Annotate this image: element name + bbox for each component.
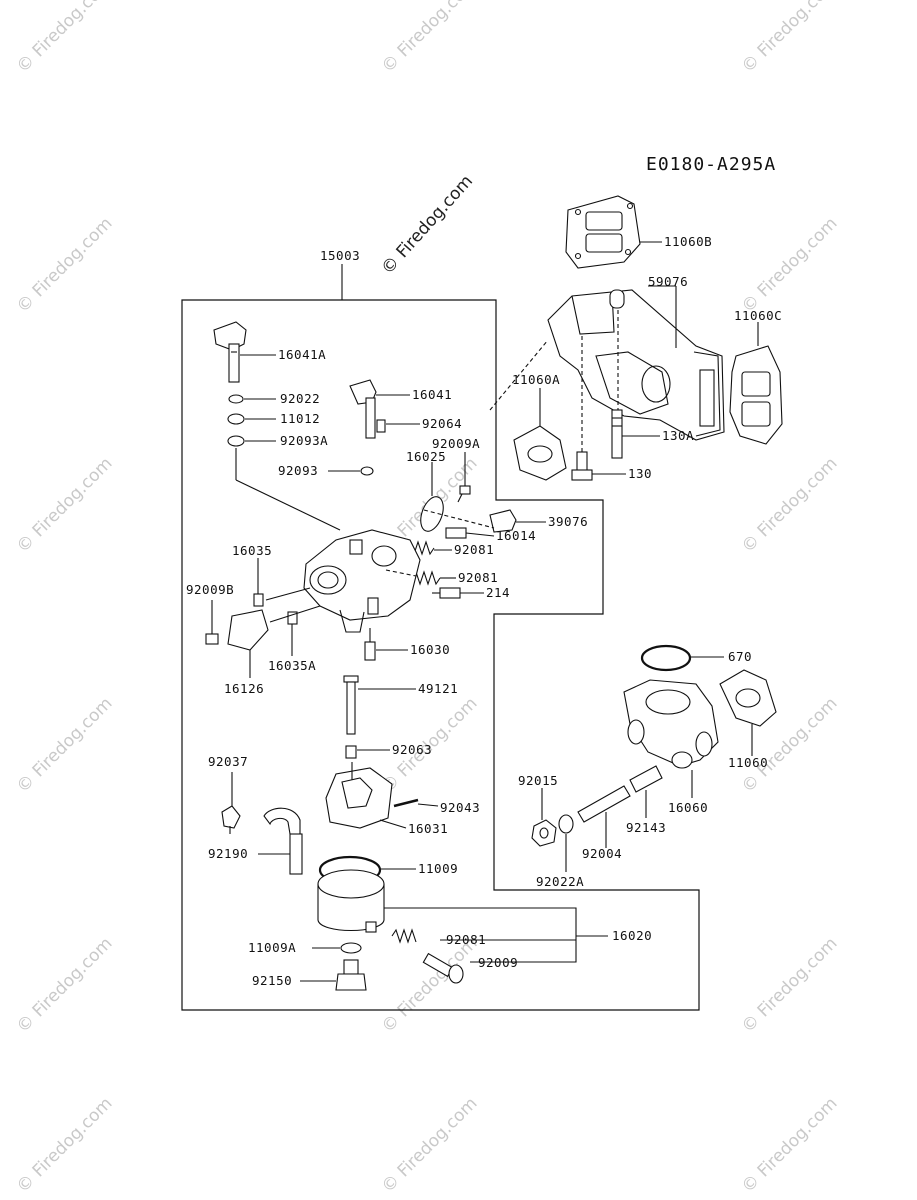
callout-16126: 16126 (224, 681, 265, 696)
carburetor-assembly-outline (181, 299, 700, 1011)
callout-11009A: 11009A (248, 940, 297, 955)
seal-part (227, 413, 245, 425)
callout-130A: 130A (662, 428, 695, 443)
bolt-part (571, 451, 593, 481)
callout-92081-middle: 92081 (458, 570, 499, 585)
nut-part (335, 959, 367, 991)
callout-16041: 16041 (412, 387, 453, 402)
gasket-part (719, 669, 777, 727)
callout-92081-upper: 92081 (454, 542, 495, 557)
float-bowl-part (317, 869, 385, 933)
callout-214: 214 (486, 585, 511, 600)
nut-part (531, 819, 557, 847)
callout-92081-lower: 92081 (446, 932, 487, 947)
callout-92093A: 92093A (280, 433, 329, 448)
gasket-part (565, 195, 641, 269)
throttle-shaft-part (349, 379, 377, 439)
intake-manifold-part (547, 289, 725, 441)
callout-92063: 92063 (392, 742, 433, 757)
callout-39076: 39076 (548, 514, 589, 529)
clip-part (221, 805, 241, 834)
cover-plate-part (227, 609, 269, 651)
callout-16030: 16030 (410, 642, 451, 657)
seal-part (360, 466, 374, 476)
document-code: E0180-A295A (646, 154, 777, 175)
screw-part (432, 587, 461, 599)
callout-15003: 15003 (320, 248, 361, 263)
callout-59076: 59076 (648, 274, 689, 289)
callout-92009B: 92009B (186, 582, 235, 597)
leader-line (379, 819, 407, 829)
callout-92143: 92143 (626, 820, 667, 835)
callout-92043: 92043 (440, 800, 481, 815)
callout-92150: 92150 (252, 973, 293, 988)
washer-part (558, 814, 574, 834)
stud-part (577, 785, 631, 823)
callout-92015: 92015 (518, 773, 559, 788)
alignment-lines (385, 310, 619, 577)
drain-tube-part (263, 807, 303, 875)
callout-16020: 16020 (612, 928, 653, 943)
stud-bolt-part (611, 409, 623, 459)
screw-part (376, 419, 386, 433)
pin-part (393, 798, 419, 808)
callout-16014: 16014 (496, 528, 537, 543)
elbow-body-part (623, 679, 719, 769)
leader-line (417, 803, 439, 807)
drain-screw-part (422, 952, 464, 984)
callout-11060: 11060 (728, 755, 769, 770)
callout-670: 670 (728, 649, 753, 664)
callout-16041A: 16041A (278, 347, 327, 362)
leader-line (265, 587, 311, 601)
leader-line (269, 605, 321, 623)
callout-130: 130 (628, 466, 653, 481)
o-ring-part (640, 644, 692, 672)
jet-part (345, 745, 357, 759)
jet-part (253, 593, 264, 607)
callout-92037: 92037 (208, 754, 249, 769)
gasket-part (513, 425, 567, 481)
float-part (325, 767, 393, 829)
callout-11060A: 11060A (512, 372, 561, 387)
callout-11060B: 11060B (664, 234, 713, 249)
callout-92009A: 92009A (432, 436, 481, 451)
throttle-valve-part (420, 496, 444, 532)
callout-92190: 92190 (208, 846, 249, 861)
callout-92004: 92004 (582, 846, 623, 861)
callout-92022A: 92022A (536, 874, 585, 889)
callout-16060: 16060 (668, 800, 709, 815)
leader-line (465, 532, 495, 537)
main-jet-part (364, 641, 376, 661)
callout-16031: 16031 (408, 821, 449, 836)
callout-92093: 92093 (278, 463, 319, 478)
callout-92022: 92022 (280, 391, 321, 406)
callout-11012: 11012 (280, 411, 321, 426)
group-bracket (384, 907, 608, 963)
callout-16025: 16025 (406, 449, 447, 464)
seal-part (227, 435, 245, 447)
screw-part (205, 633, 219, 645)
callout-49121: 49121 (418, 681, 459, 696)
callout-16035: 16035 (232, 543, 273, 558)
pipe-part (629, 765, 663, 793)
emulsion-tube-part (343, 675, 359, 735)
callout-92009: 92009 (478, 955, 519, 970)
callout-16035A: 16035A (268, 658, 317, 673)
choke-shaft-part (213, 321, 247, 383)
leader-line (235, 479, 341, 531)
carburetor-body-part (303, 529, 421, 633)
washer-part (228, 394, 244, 404)
callout-92064: 92064 (422, 416, 463, 431)
callout-11009: 11009 (418, 861, 459, 876)
callout-11060C: 11060C (734, 308, 783, 323)
screw-part (457, 485, 471, 503)
gasket-part (729, 345, 783, 445)
washer-part (340, 942, 362, 954)
spring-part (391, 928, 417, 944)
